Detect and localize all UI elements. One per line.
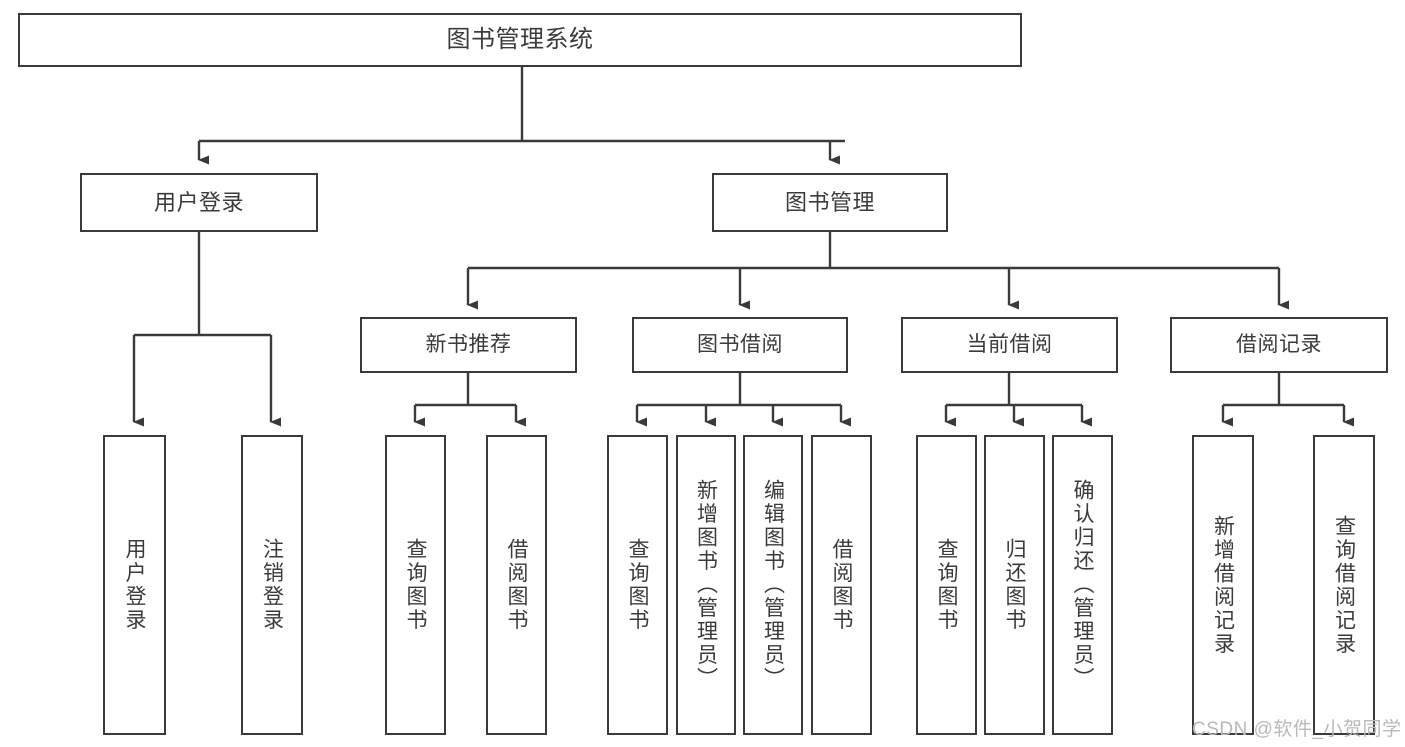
node-leaf-borrow-book-b[interactable]: 借阅图书	[811, 435, 872, 735]
node-label: 查询图书	[404, 538, 427, 632]
node-label: 当前借阅	[966, 332, 1053, 356]
node-leaf-edit-book-admin[interactable]: 编辑图书（管理员）	[743, 435, 803, 735]
node-label: 查询图书	[935, 538, 958, 632]
node-label: 新增借阅记录	[1211, 514, 1235, 656]
node-leaf-logout-login[interactable]: 注销登录	[241, 435, 303, 735]
node-label: 用户登录	[153, 189, 244, 215]
node-leaf-query-book-a[interactable]: 查询图书	[385, 435, 446, 735]
node-leaf-add-book-admin[interactable]: 新增图书（管理员）	[676, 435, 736, 735]
node-current-borrowing[interactable]: 当前借阅	[901, 317, 1118, 373]
node-label: 图书借阅	[697, 332, 783, 356]
node-label: 归还图书	[1003, 538, 1026, 632]
node-new-book-recommendation[interactable]: 新书推荐	[360, 317, 577, 373]
node-borrowing-record[interactable]: 借阅记录	[1170, 317, 1388, 373]
node-label: 图书管理	[784, 189, 875, 215]
node-leaf-confirm-return-admin[interactable]: 确认归还（管理员）	[1052, 435, 1113, 735]
node-label: 确认归还（管理员）	[1071, 479, 1094, 691]
node-leaf-query-book-b[interactable]: 查询图书	[607, 435, 668, 735]
node-label: 编辑图书（管理员）	[761, 479, 785, 691]
node-label: 查询借阅记录	[1332, 514, 1356, 656]
node-book-management[interactable]: 图书管理	[712, 173, 948, 232]
node-leaf-add-borrow-record[interactable]: 新增借阅记录	[1192, 435, 1254, 735]
node-label: 用户登录	[123, 538, 146, 632]
node-label: 注销登录	[260, 538, 284, 632]
node-root-book-management-system[interactable]: 图书管理系统	[18, 13, 1022, 67]
node-leaf-query-borrow-record[interactable]: 查询借阅记录	[1313, 435, 1375, 735]
node-label: 新书推荐	[425, 332, 512, 356]
node-leaf-borrow-book-a[interactable]: 借阅图书	[486, 435, 547, 735]
node-leaf-return-book[interactable]: 归还图书	[984, 435, 1045, 735]
node-label: 查询图书	[626, 538, 649, 632]
node-user-login[interactable]: 用户登录	[80, 173, 318, 232]
node-leaf-query-book-c[interactable]: 查询图书	[916, 435, 977, 735]
node-label: 借阅图书	[830, 538, 853, 632]
node-label: 新增图书（管理员）	[694, 479, 718, 691]
node-leaf-user-login[interactable]: 用户登录	[103, 435, 166, 735]
node-label: 借阅图书	[505, 538, 528, 632]
node-label: 借阅记录	[1236, 332, 1322, 356]
node-label: 图书管理系统	[446, 25, 594, 53]
node-book-borrowing[interactable]: 图书借阅	[632, 317, 848, 373]
watermark-label: CSDN @软件_小贺同学	[1192, 719, 1402, 740]
